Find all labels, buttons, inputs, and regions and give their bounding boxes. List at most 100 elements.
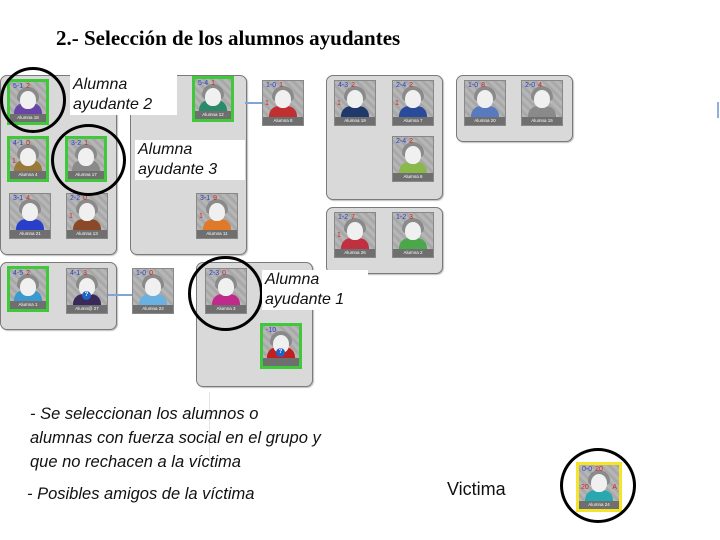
rejection-count: 2: [409, 82, 414, 89]
bullet-line: que no rechacen a la víctima: [30, 453, 241, 471]
avatar-face: [205, 88, 221, 106]
positive-negative-count: 1-0: [468, 82, 479, 89]
positive-negative-count: 5-4: [198, 80, 209, 87]
avatar-body: [269, 106, 297, 117]
avatar-face: [477, 90, 493, 108]
divider-line: [209, 392, 210, 458]
side-count: 1: [199, 213, 203, 220]
student-name: Alumna 21: [10, 230, 50, 238]
label-ayudante-3: Alumna ayudante 3: [135, 140, 245, 180]
student-name: Alumn@ 27: [67, 305, 107, 313]
avatar-body: [73, 219, 101, 230]
avatar-body: [16, 219, 44, 230]
rejection-count: 8: [481, 82, 486, 89]
edge-marker: [717, 102, 719, 118]
avatar-face: [405, 222, 421, 240]
side-count: 1: [337, 100, 341, 107]
avatar-body: [139, 294, 167, 305]
highlight-circle: [188, 256, 263, 331]
student-name: Alumna 1: [10, 301, 46, 309]
avatar-body: [399, 162, 427, 173]
avatar-face: [20, 278, 36, 296]
rejection-count: 1: [279, 82, 284, 89]
card-stats: -10: [266, 327, 279, 334]
student-name: Alumna 13: [67, 230, 107, 238]
positive-negative-count: -10: [266, 327, 277, 334]
connector-line: [245, 102, 262, 104]
avatar-face: [20, 148, 36, 166]
student-name: Alumna 6: [393, 173, 433, 181]
avatar-face: [275, 90, 291, 108]
label-line: Alumna: [73, 76, 128, 93]
side-count: 1: [12, 158, 16, 165]
rejection-count: 4: [538, 82, 543, 89]
student-name: Alumna 12: [195, 111, 231, 119]
victim-label: Victima: [447, 479, 506, 499]
avatar-face: [405, 90, 421, 108]
page-title: 2.- Selección de los alumnos ayudantes: [56, 26, 401, 50]
rejection-count: 0: [26, 140, 31, 147]
rejection-count: 1: [211, 80, 216, 87]
question-badge-icon: ?: [82, 291, 91, 300]
positive-negative-count: 4-3: [338, 82, 349, 89]
student-card[interactable]: ?-10: [260, 323, 302, 369]
avatar-body: [203, 219, 231, 230]
positive-negative-count: 3-1: [200, 195, 211, 202]
positive-negative-count: 1-0: [266, 82, 277, 89]
rejection-count: 0: [149, 270, 154, 277]
positive-negative-count: 2-4: [396, 82, 407, 89]
avatar-body: [341, 106, 369, 117]
label-line: ayudante 3: [138, 161, 218, 178]
positive-negative-count: 4-1: [70, 270, 81, 277]
rejection-count: 9: [213, 195, 218, 202]
rejection-count: 2: [409, 138, 414, 145]
positive-negative-count: 2-2: [70, 195, 81, 202]
avatar-face: [79, 203, 95, 221]
label-line: Alumna: [138, 141, 193, 158]
positive-negative-count: 4-1: [13, 140, 24, 147]
side-count: 1: [395, 100, 399, 107]
positive-negative-count: 2-0: [525, 82, 536, 89]
positive-negative-count: 3-1: [13, 195, 24, 202]
highlight-circle: [0, 67, 66, 133]
student-name: Alumna 26: [335, 249, 375, 257]
highlight-circle: [560, 448, 636, 523]
avatar-body: [399, 106, 427, 117]
bullet-text: - Se seleccionan los alumnos o alumnas c…: [30, 402, 321, 475]
avatar-face: [405, 146, 421, 164]
avatar-body: [528, 106, 556, 117]
rejection-count: 4: [26, 195, 31, 202]
student-name: Alumna 22: [133, 305, 173, 313]
side-count: 1: [337, 232, 341, 239]
positive-negative-count: 1-0: [136, 270, 147, 277]
positive-negative-count: 1-2: [396, 214, 407, 221]
label-line: ayudante 2: [73, 96, 153, 113]
side-count: 1: [265, 100, 269, 107]
rejection-count: 7: [351, 214, 356, 221]
